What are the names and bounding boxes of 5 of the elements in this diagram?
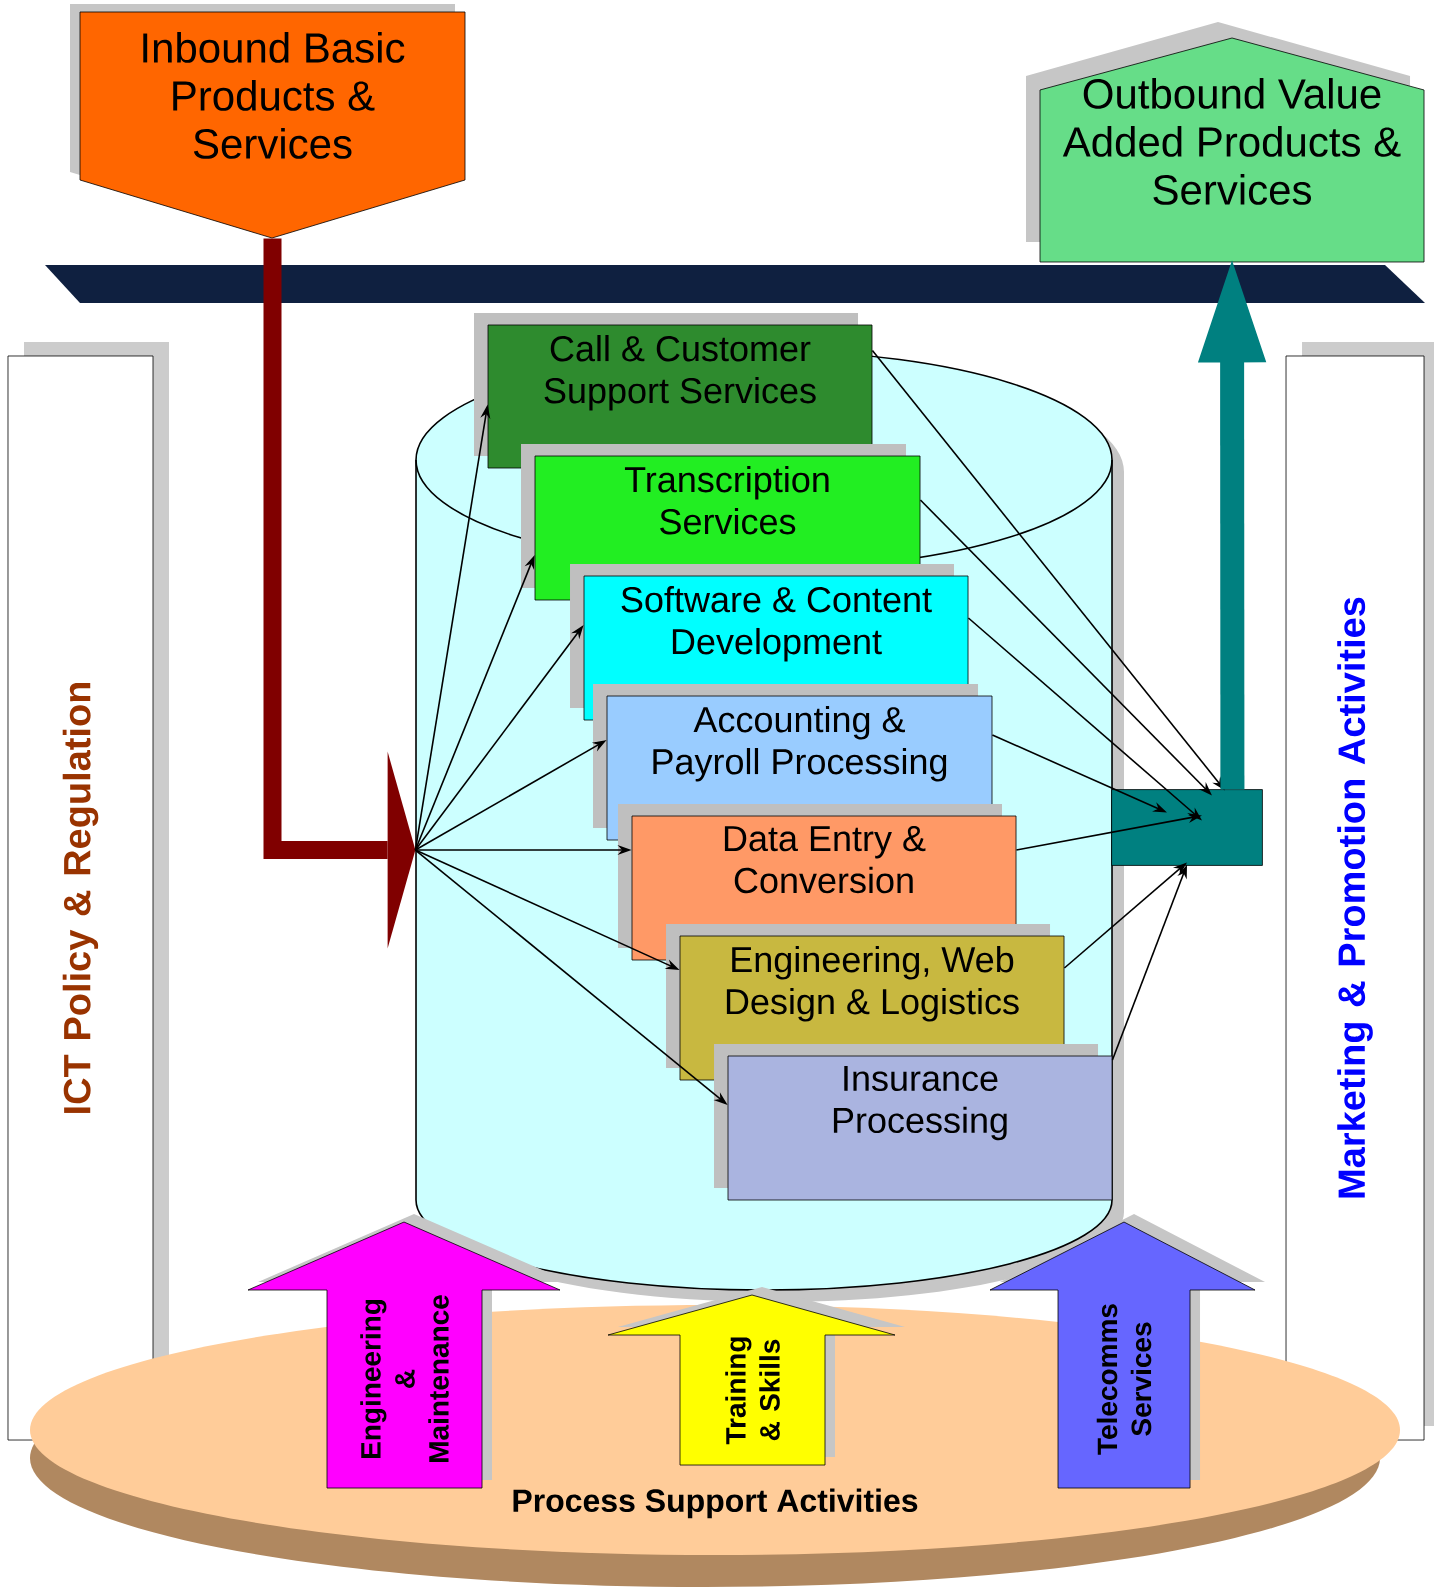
inbound-pentagon: Inbound Basic Products & Services [70, 4, 466, 239]
service-box: Insurance Processing [714, 1044, 1113, 1201]
vertical-band: ICT Policy & Regulation [7, 342, 169, 1441]
vertical-band: Marketing & Promotion Activities [1285, 342, 1434, 1441]
block-shape [1111, 789, 1263, 866]
